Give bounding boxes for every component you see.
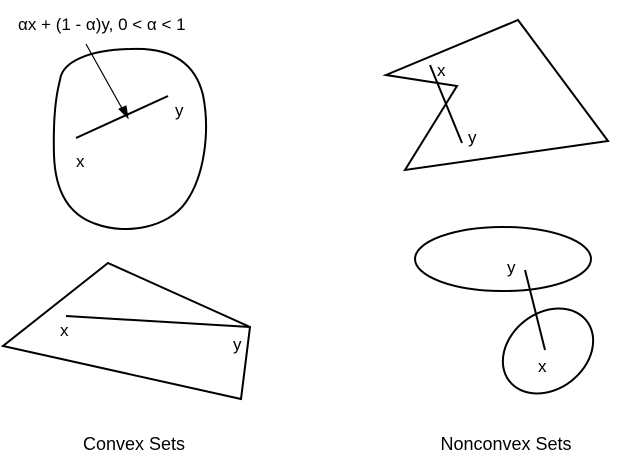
nonconvex-ellipses-x-label: x [538, 357, 547, 376]
nonconvex-sets-caption: Nonconvex Sets [440, 434, 571, 454]
nonconvex-ellipses-segment [524, 269, 546, 351]
nonconvex-ellipses-y-label: y [507, 258, 516, 277]
convex-blob-set [52, 47, 208, 230]
convex-combination-formula: αx + (1 - α)y, 0 < α < 1 [18, 15, 186, 34]
convex-blob-segment [75, 95, 169, 139]
convex-quadrilateral-set [0, 261, 252, 401]
nonconvex-polygon-set [382, 18, 610, 172]
convex-quadrilateral-x-label: x [60, 321, 69, 340]
formula-arrow [85, 43, 129, 120]
convex-quadrilateral-y-label: y [233, 335, 242, 354]
nonconvex-polygon-x-label: x [437, 61, 446, 80]
convex-blob-y-label: y [175, 101, 184, 120]
nonconvex-polygon-segment [429, 64, 463, 144]
convex-quadrilateral-segment [65, 315, 251, 328]
convex-sets-caption: Convex Sets [83, 434, 185, 454]
nonconvex-lower-ellipse [501, 307, 595, 395]
nonconvex-upper-ellipse [414, 226, 592, 292]
nonconvex-polygon-y-label: y [468, 128, 477, 147]
convex-blob-x-label: x [76, 152, 85, 171]
